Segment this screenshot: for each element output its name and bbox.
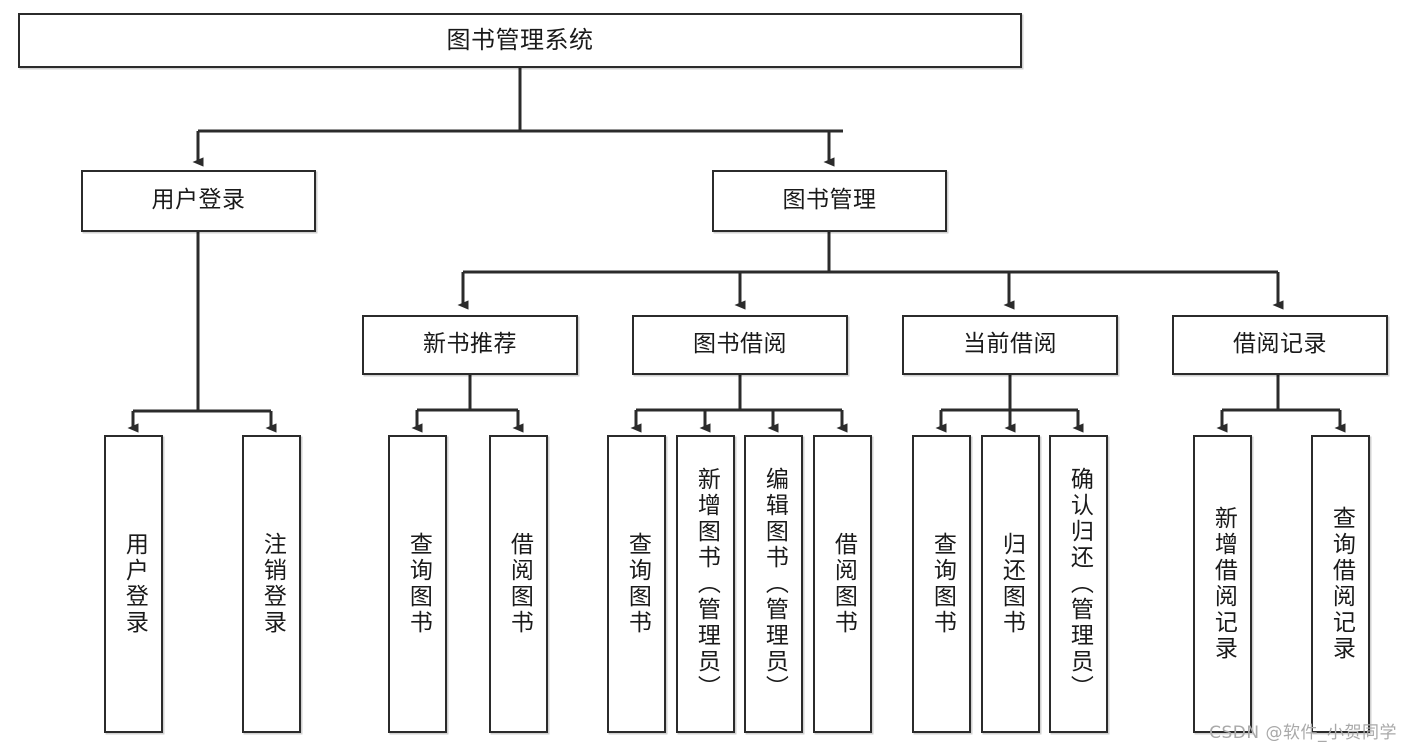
leaf-borrow-do-borrow-book[interactable]: 借阅图书 [813,435,872,733]
leaf-recommend-query-book[interactable]: 查询图书 [388,435,447,733]
node-current-borrowing[interactable]: 当前借阅 [902,315,1118,375]
node-book-management[interactable]: 图书管理 [712,170,947,232]
node-label: 借阅图书 [506,532,533,636]
node-label: 归还图书 [998,532,1025,636]
watermark-text: CSDN @软件_小贺同学 [1209,723,1397,743]
node-new-book-recommendation[interactable]: 新书推荐 [362,315,578,375]
node-label: 用户登录 [121,532,148,636]
node-label: 查询借阅记录 [1328,506,1355,662]
leaf-record-add-borrow-record[interactable]: 新增借阅记录 [1193,435,1252,733]
leaf-current-return-book[interactable]: 归还图书 [981,435,1040,733]
node-label: 图书管理 [782,187,877,214]
node-label: 查询图书 [405,532,432,636]
leaf-current-confirm-return-admin[interactable]: 确认归还（管理员） [1049,435,1108,733]
leaf-borrow-query-book[interactable]: 查询图书 [607,435,666,733]
leaf-borrow-edit-book-admin[interactable]: 编辑图书（管理员） [744,435,803,733]
leaf-record-query-borrow-record[interactable]: 查询借阅记录 [1311,435,1370,733]
node-label: 当前借阅 [963,331,1057,358]
node-label: 借阅图书 [830,532,857,636]
node-label: 图书管理系统 [446,26,594,55]
node-label: 新书推荐 [423,331,517,358]
node-borrowing-records[interactable]: 借阅记录 [1172,315,1388,375]
node-user-login[interactable]: 用户登录 [81,170,316,232]
node-label: 确认归还（管理员） [1066,467,1093,701]
node-label: 图书借阅 [693,331,787,358]
node-root-book-management-system[interactable]: 图书管理系统 [18,13,1022,68]
node-label: 查询图书 [929,532,956,636]
leaf-user-logout[interactable]: 注销登录 [242,435,301,733]
node-label: 借阅记录 [1233,331,1327,358]
node-label: 编辑图书（管理员） [761,467,788,701]
node-label: 用户登录 [151,187,246,214]
node-label: 新增借阅记录 [1210,506,1237,662]
leaf-recommend-borrow-book[interactable]: 借阅图书 [489,435,548,733]
node-label: 新增图书（管理员） [693,467,720,701]
leaf-current-query-book[interactable]: 查询图书 [912,435,971,733]
node-label: 查询图书 [624,532,651,636]
leaf-user-login[interactable]: 用户登录 [104,435,163,733]
node-book-borrowing[interactable]: 图书借阅 [632,315,848,375]
node-label: 注销登录 [259,532,286,636]
leaf-borrow-add-book-admin[interactable]: 新增图书（管理员） [676,435,735,733]
